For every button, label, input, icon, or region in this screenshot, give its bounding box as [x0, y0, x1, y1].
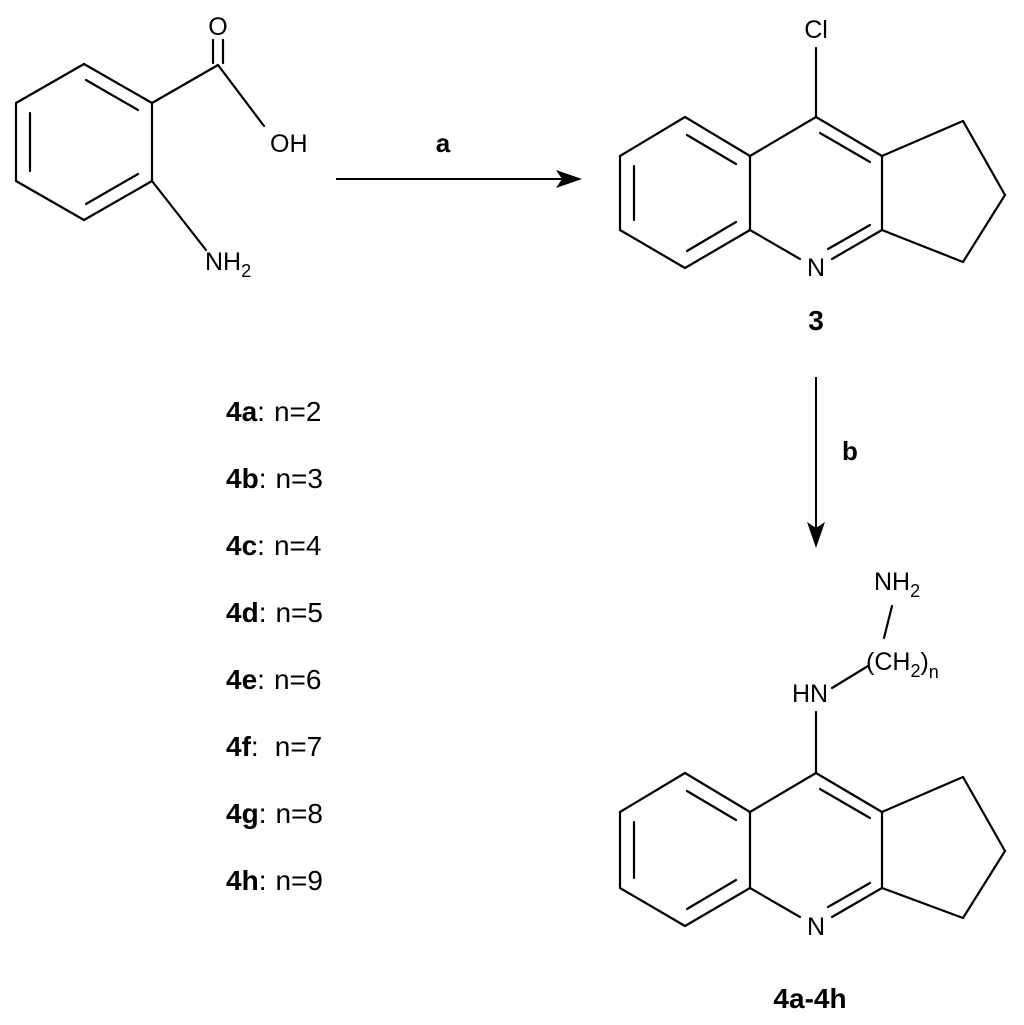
product-legend: 4a:n=2 4b:n=3 4c:n=4 4d:n=5 4e:n=6 4f:n=…: [226, 396, 323, 896]
ring-nitrogen-label: N: [807, 254, 825, 282]
product-label: 4a-4h: [773, 983, 846, 1014]
legend-row-4h: 4h:n=9: [226, 865, 323, 896]
benzo-ring: [618, 115, 752, 270]
compound-3-structure: N Cl: [618, 16, 1007, 282]
legend-row-4a: 4a:n=2: [226, 396, 321, 427]
amino-group: NH2: [150, 179, 251, 281]
carboxyl-group: O OH: [150, 13, 308, 158]
hydroxyl-label: OH: [270, 130, 308, 158]
legend-row-4d: 4d:n=5: [226, 597, 323, 628]
compound-3-label: 3: [808, 305, 824, 336]
legend-row-4f: 4f:n=7: [226, 731, 322, 762]
reaction-arrow-a: a: [336, 128, 582, 188]
legend-row-4c: 4c:n=4: [226, 530, 321, 561]
reaction-arrow-b: b: [807, 377, 858, 548]
imine-label: HN: [792, 680, 828, 708]
legend-row-4g: 4g:n=8: [226, 798, 323, 829]
terminal-amine-label: NH2: [874, 568, 920, 601]
pyridine-ring: N: [748, 115, 884, 282]
aminoalkyl-side-chain: HN (CH2)n NH2: [792, 568, 939, 775]
cyclopentane-ring: [880, 775, 1007, 920]
methylene-chain-label: (CH2)n: [866, 648, 939, 682]
benzene-ring: [14, 62, 154, 222]
anthranilic-acid-structure: O OH NH2: [14, 13, 308, 281]
ring-nitrogen-label: N: [807, 913, 825, 941]
oxygen-label: O: [208, 13, 227, 41]
reagent-label-b: b: [842, 436, 858, 466]
cyclopentane-ring: [880, 119, 1007, 264]
benzo-ring: [618, 771, 752, 928]
chloro-substituent: Cl: [804, 16, 828, 119]
legend-row-4e: 4e:n=6: [226, 664, 321, 695]
amine-label: NH2: [205, 248, 251, 281]
chlorine-label: Cl: [804, 16, 828, 44]
pyridine-ring: N: [748, 771, 884, 941]
legend-row-4b: 4b:n=3: [226, 463, 323, 494]
product-4a-4h-structure: N HN (CH2)n NH2: [618, 568, 1007, 941]
reagent-label-a: a: [436, 128, 451, 158]
